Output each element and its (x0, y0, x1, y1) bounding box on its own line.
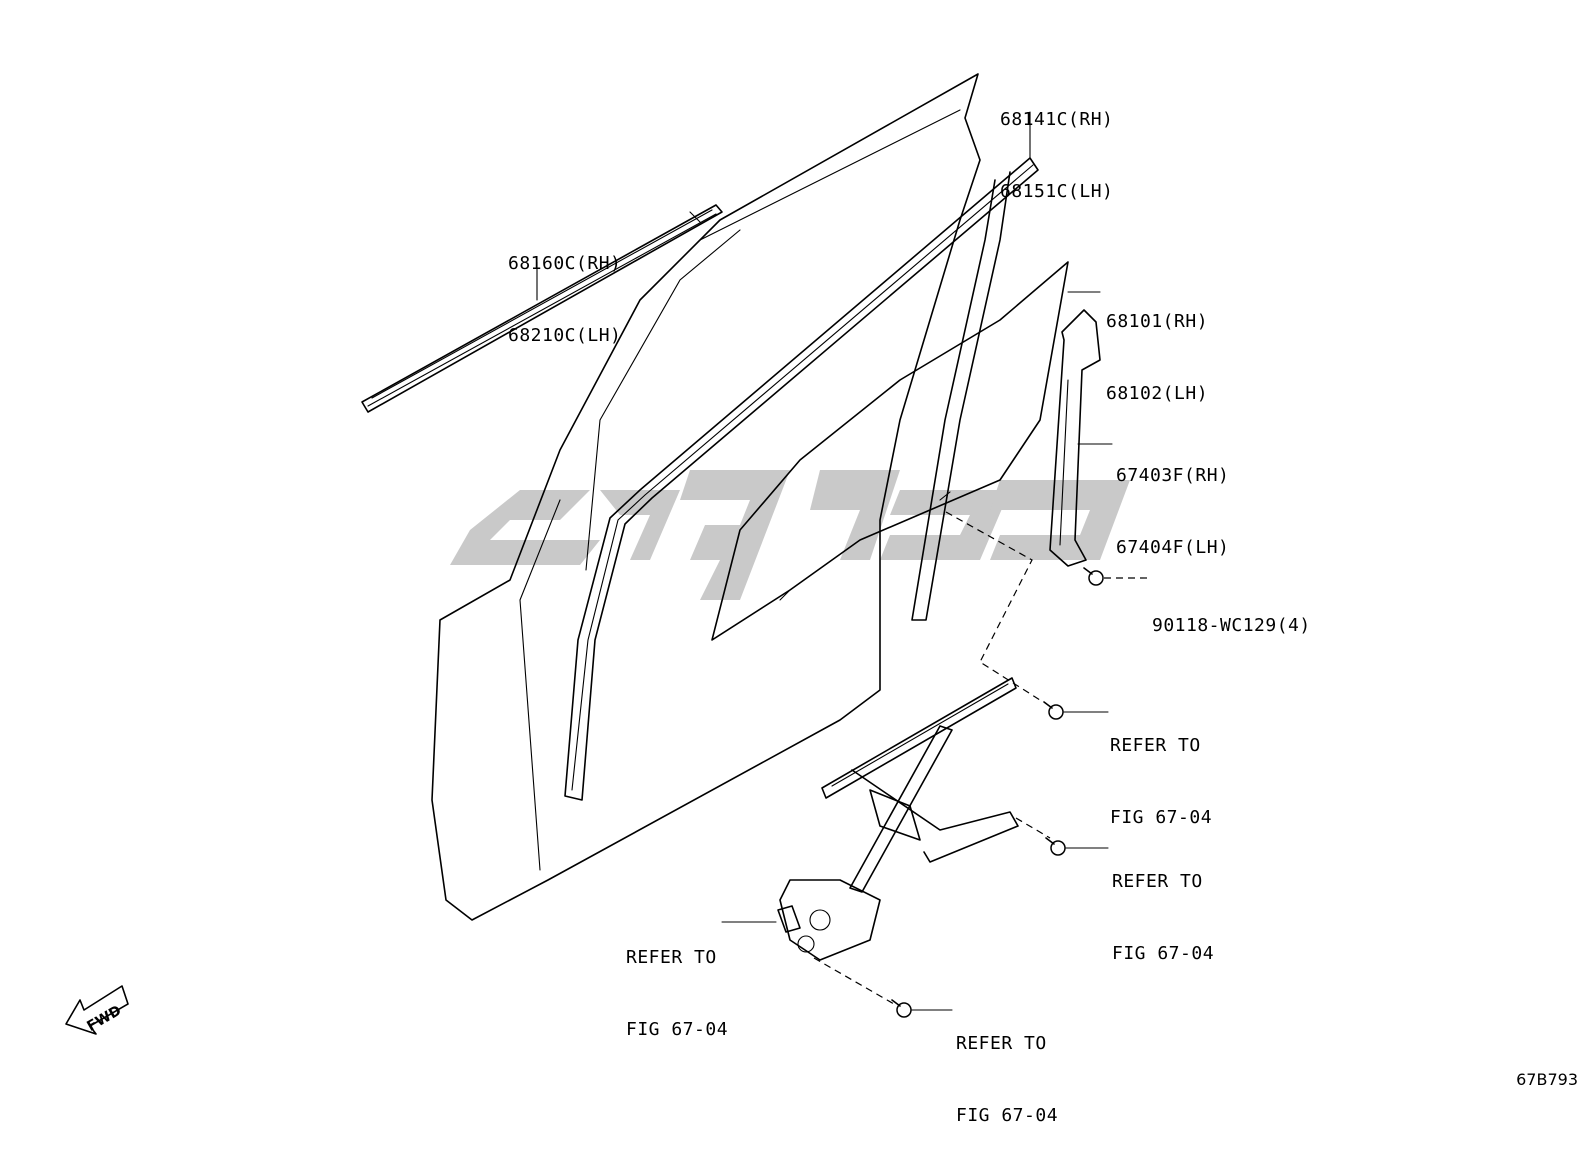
run-channel (564, 111, 1039, 801)
callout-line: 90118-WC129(4) (1152, 615, 1311, 636)
bolt-90118 (1083, 567, 1150, 586)
callout-rear-channel: 67403F(RH) 67404F(LH) (1116, 416, 1229, 608)
callout-line: 67403F(RH) (1116, 465, 1230, 486)
callout-line: 68102(LH) (1106, 383, 1209, 404)
watermark-logo (450, 470, 1130, 600)
callout-refer-motor: REFER TO FIG 67-04 (626, 898, 728, 1090)
dashed-leader (945, 511, 1041, 701)
fwd-arrow-icon: FWD (65, 985, 129, 1035)
callout-line: 68151C(LH) (1000, 181, 1114, 202)
illustration-id: 67B793 (1516, 1070, 1578, 1089)
callout-refer-motor-bolt: REFER TO FIG 67-04 (956, 984, 1058, 1176)
diagram-drawing: FWD (65, 73, 1150, 1035)
callout-line: FIG 67-04 (626, 1019, 729, 1040)
callout-refer-regulator-upper: REFER TO FIG 67-04 (1110, 686, 1212, 878)
callout-line: REFER TO (1110, 735, 1201, 756)
callout-outer-weatherstrip: 68160C(RH) 68210C(LH) (508, 204, 621, 396)
callout-line: 68160C(RH) (508, 253, 622, 274)
callout-line: 68101(RH) (1106, 311, 1209, 332)
door-glass (711, 261, 1101, 641)
callout-line: FIG 67-04 (956, 1105, 1059, 1126)
window-regulator (777, 677, 1019, 961)
door-frame (431, 73, 981, 921)
outer-weatherstrip (361, 204, 723, 413)
regulator-bolts (721, 701, 1109, 1018)
callout-line: FIG 67-04 (1110, 807, 1213, 828)
fwd-label: FWD (84, 1003, 124, 1035)
callout-refer-regulator-mid: REFER TO FIG 67-04 (1112, 822, 1214, 1014)
callout-line: 68141C(RH) (1000, 109, 1114, 130)
callout-run-channel: 68141C(RH) 68151C(LH) (1000, 60, 1113, 252)
callout-line: REFER TO (626, 947, 717, 968)
callout-bolt: 90118-WC129(4) (1152, 566, 1311, 686)
callout-door-glass: 68101(RH) 68102(LH) (1106, 262, 1208, 454)
callout-line: FIG 67-04 (1112, 943, 1215, 964)
rear-channel (1049, 309, 1113, 567)
parts-diagram: FWD 68160C(RH) 68210C(LH) 68141C(RH) 681… (65, 60, 1578, 1126)
callout-line: 67404F(LH) (1116, 537, 1230, 558)
callout-line: 68210C(LH) (508, 325, 622, 346)
callout-line: REFER TO (956, 1033, 1047, 1054)
callout-line: REFER TO (1112, 871, 1203, 892)
